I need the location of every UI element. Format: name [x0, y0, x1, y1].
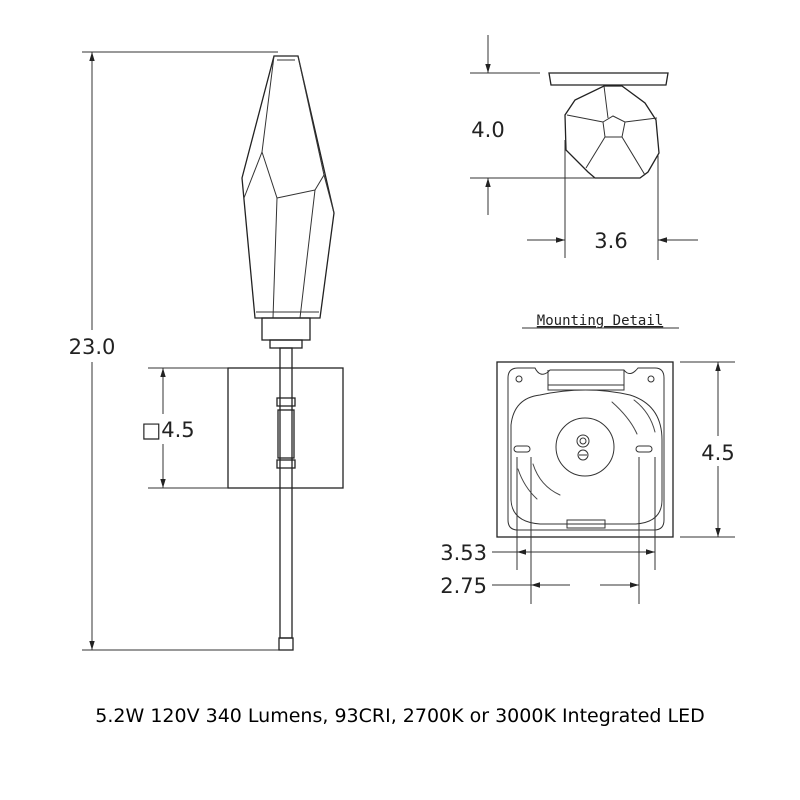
mounting-plate — [496, 361, 674, 538]
backplate-dimension: □4.5 — [141, 367, 228, 489]
spec-caption: 5.2W 120V 340 Lumens, 93CRI, 2700K or 30… — [95, 705, 705, 727]
mounting-inner-width-label: 2.75 — [440, 574, 487, 598]
overall-height-dimension: 23.0 — [69, 51, 285, 651]
mounting-detail-title: Mounting Detail — [537, 313, 663, 329]
top-view-width-label: 3.6 — [594, 229, 627, 253]
top-view-height-dimension: 4.0 — [470, 35, 595, 215]
top-view — [548, 72, 669, 179]
mounting-height-dimension: 4.5 — [680, 361, 735, 538]
mounting-outer-width-label: 3.53 — [440, 541, 487, 565]
pendant-stem — [261, 317, 311, 651]
top-view-height-label: 4.0 — [471, 118, 504, 142]
mounting-height-label: 4.5 — [701, 441, 734, 465]
backplate — [227, 367, 344, 489]
crystal-shade — [241, 55, 335, 319]
top-view-width-dimension: 3.6 — [527, 140, 698, 260]
backplate-size-label: □4.5 — [141, 418, 194, 442]
overall-height-label: 23.0 — [69, 335, 116, 359]
mounting-width-dimensions: 3.53 2.75 — [440, 457, 656, 604]
